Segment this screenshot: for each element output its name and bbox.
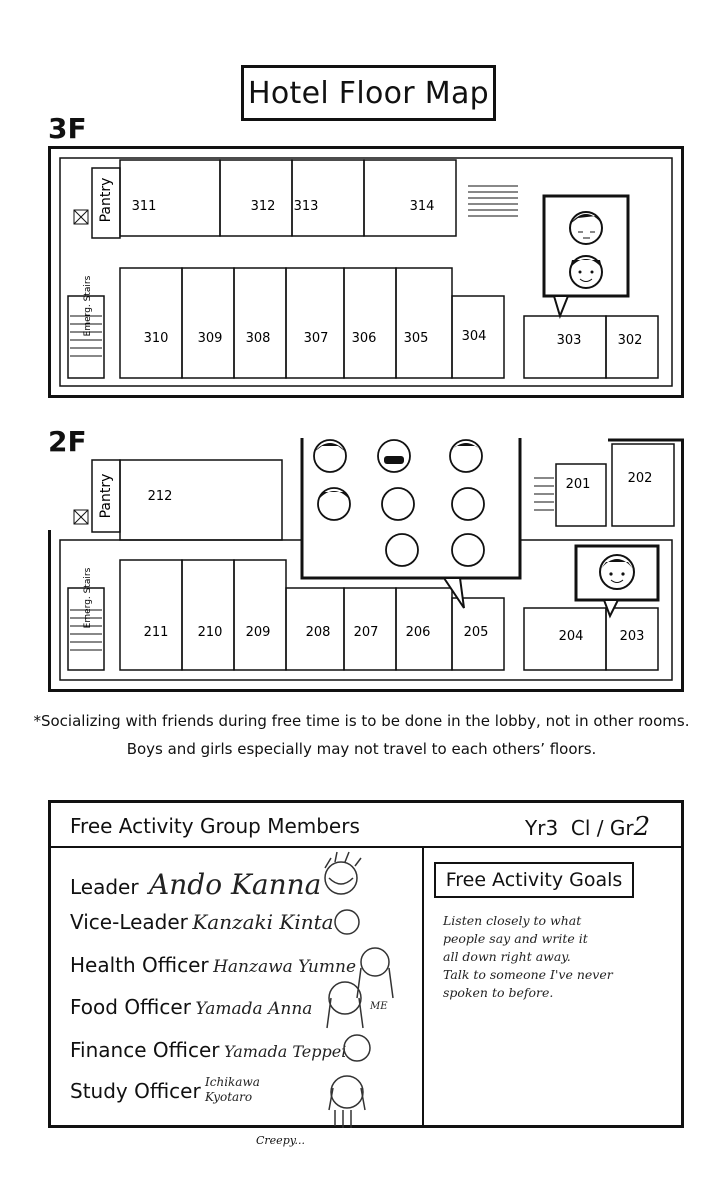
- member-role: Study Officer: [70, 1079, 201, 1103]
- room-210: 210: [198, 625, 223, 640]
- member-role: Health Officer: [70, 953, 209, 977]
- member-doodle-icon: [334, 909, 360, 935]
- member-role: Food Officer: [70, 995, 191, 1019]
- room-306: 306: [352, 331, 377, 346]
- member-name: Yamada Teppei: [223, 1042, 347, 1061]
- goals-title: Free Activity Goals: [445, 869, 623, 891]
- student-face-icon: [385, 533, 419, 567]
- room-308: 308: [246, 331, 271, 346]
- notice-line-1: *Socializing with friends during free ti…: [33, 712, 690, 730]
- member-row: Finance Officer Yamada Teppei: [70, 1038, 346, 1062]
- member-role: Vice-Leader: [70, 910, 188, 934]
- member-row: Study Officer: [70, 1079, 201, 1103]
- goal-line: spoken to before.: [443, 985, 554, 1000]
- floor-label-2f: 2F: [48, 425, 87, 458]
- room-202: 202: [628, 471, 653, 486]
- room-311: 311: [132, 199, 157, 214]
- stairs-label-3f: Emerg. Stairs: [83, 275, 93, 336]
- student-face-icon: [599, 554, 635, 590]
- room-201: 201: [566, 477, 591, 492]
- member-name: Hanzawa Yumne: [213, 957, 357, 977]
- room-313: 313: [294, 199, 319, 214]
- room-307: 307: [304, 331, 329, 346]
- room-309: 309: [198, 331, 223, 346]
- goal-line: Listen closely to what: [443, 913, 582, 928]
- divider: [48, 846, 684, 848]
- student-face-icon: [569, 211, 603, 245]
- room-209: 209: [246, 625, 271, 640]
- room-206: 206: [406, 625, 431, 640]
- member-role: Finance Officer: [70, 1038, 220, 1062]
- room-305: 305: [404, 331, 429, 346]
- room-312: 312: [251, 199, 276, 214]
- notice-line-2: Boys and girls especially may not travel…: [126, 740, 597, 758]
- goal-line: Talk to someone I've never: [443, 967, 613, 982]
- room-204: 204: [559, 629, 584, 644]
- member-name: Kanzaki Kinta: [192, 910, 334, 934]
- member-doodles: [324, 851, 394, 1128]
- room-304: 304: [462, 329, 487, 344]
- stairs-label-2f: Emerg. Stairs: [83, 567, 93, 628]
- page-title-text: Hotel Floor Map: [248, 75, 489, 111]
- student-faces-group: [313, 439, 485, 567]
- room-212: 212: [148, 489, 173, 504]
- room-211: 211: [144, 625, 169, 640]
- floor-label-3f: 3F: [48, 112, 87, 145]
- member-name: Yamada Anna: [195, 999, 313, 1019]
- group-members-title: Free Activity Group Members: [70, 814, 360, 838]
- student-face-icon: [317, 487, 351, 521]
- creepy-note: Creepy...: [256, 1134, 305, 1147]
- member-doodle-icon: [360, 947, 390, 977]
- group-number: 2: [633, 812, 651, 842]
- divider: [422, 848, 424, 1125]
- goal-line: people say and write it: [443, 931, 588, 946]
- pantry-label-2f: Pantry: [98, 474, 114, 519]
- room-314: 314: [410, 199, 435, 214]
- student-face-icon: [451, 487, 485, 521]
- class-group: Yr3 Cl / Gr2: [525, 812, 650, 842]
- room-303: 303: [557, 333, 582, 348]
- member-doodle-icon: [343, 1034, 371, 1062]
- member-row: Food Officer Yamada Anna: [70, 995, 312, 1019]
- member-role: Leader: [70, 875, 139, 899]
- member-doodle-icon: [328, 981, 362, 1015]
- room-302: 302: [618, 333, 643, 348]
- me-note: ME: [370, 1001, 388, 1012]
- floor-map-2f: Pantry 212 201 202 Emerg. Stairs: [48, 420, 684, 697]
- member-doodle-icon: [330, 1075, 364, 1109]
- goal-line: all down right away.: [443, 949, 571, 964]
- class-prefix: Yr3 Cl / Gr: [525, 816, 634, 840]
- goals-title-box: Free Activity Goals: [434, 862, 634, 898]
- member-row: Leader Ando Kanna: [70, 868, 321, 901]
- room-207: 207: [354, 625, 379, 640]
- member-row: Health Officer Hanzawa Yumne: [70, 953, 356, 977]
- goals-text: Listen closely to what people say and wr…: [443, 912, 673, 1002]
- student-face-icon: [381, 487, 415, 521]
- student-face-icon: [569, 255, 603, 289]
- member-name: Ando Kanna: [149, 868, 322, 901]
- floor-map-3f: Pantry Emerg. Stairs 311 3: [48, 146, 684, 403]
- student-face-icon: [451, 533, 485, 567]
- member-row: Vice-Leader Kanzaki Kinta: [70, 910, 334, 934]
- group-panel: [48, 800, 684, 1128]
- student-face-icon: [449, 439, 483, 473]
- page-title: Hotel Floor Map: [241, 65, 496, 121]
- room-310: 310: [144, 331, 169, 346]
- member-name: Ichikawa Kyotaro: [205, 1075, 260, 1104]
- member-doodle-icon: [324, 861, 358, 895]
- room-203: 203: [620, 629, 645, 644]
- student-face-icon: [313, 439, 347, 473]
- room-208: 208: [306, 625, 331, 640]
- room-205: 205: [464, 625, 489, 640]
- pantry-label-3f: Pantry: [98, 178, 114, 223]
